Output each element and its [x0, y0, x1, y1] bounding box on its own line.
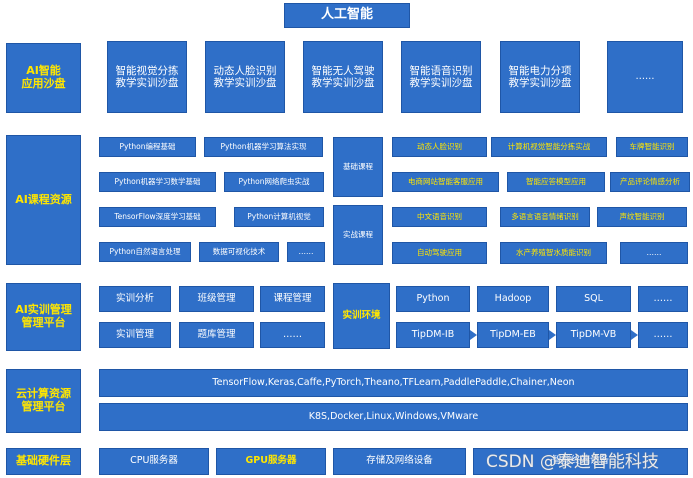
course-right-item: 声纹智能识别 — [597, 207, 687, 227]
row-label-course: AI课程资源 — [6, 135, 81, 265]
env-item-more: …… — [638, 286, 688, 312]
course-right-item: 中文语音识别 — [392, 207, 487, 227]
course-right-item: 电商网站智能客服应用 — [392, 172, 499, 192]
course-left-item: Python编程基础 — [99, 137, 196, 157]
training-item-analysis: 实训分析 — [99, 286, 171, 312]
env-item-more-bottom: …… — [638, 322, 688, 348]
csdn-watermark: CSDN @泰迪智能科技 — [486, 452, 659, 472]
hardware-item-cpu: CPU服务器 — [99, 448, 209, 475]
course-right-item: 智能应答模型应用 — [507, 172, 605, 192]
training-item-more: …… — [260, 322, 325, 348]
flow-arrow-icon — [631, 330, 638, 340]
course-left-item: TensorFlow深度学习基础 — [99, 207, 216, 227]
course-right-item: 多语言语音情绪识别 — [500, 207, 590, 227]
course-left-item: Python机器学习算法实现 — [204, 137, 323, 157]
hardware-item-storage: 存储及网络设备 — [333, 448, 466, 475]
course-right-item: 动态人脸识别 — [392, 137, 487, 157]
env-item-tipdm-eb: TipDM-EB — [477, 322, 549, 348]
sandbox-item-drive: 智能无人驾驶 教学实训沙盘 — [303, 41, 383, 113]
course-practice-label: 实战课程 — [333, 205, 383, 265]
row-label-training: AI实训管理 管理平台 — [6, 283, 81, 351]
env-item-sql: SQL — [556, 286, 631, 312]
env-item-hadoop: Hadoop — [477, 286, 549, 312]
page-title: 人工智能 — [284, 3, 410, 28]
course-right-item: …… — [620, 242, 688, 264]
hardware-item-gpu: GPU服务器 — [216, 448, 326, 475]
sandbox-item-vision: 智能视觉分拣 教学实训沙盘 — [107, 41, 187, 113]
training-item-bank: 题库管理 — [179, 322, 254, 348]
flow-arrow-icon — [470, 330, 477, 340]
course-right-item: 水产养殖智水质能识别 — [500, 242, 607, 264]
env-item-tipdm-vb: TipDM-VB — [556, 322, 631, 348]
cloud-frameworks: TensorFlow,Keras,Caffe,PyTorch,Theano,TF… — [99, 369, 688, 397]
course-basic-label: 基础课程 — [333, 137, 383, 197]
flow-arrow-icon — [549, 330, 556, 340]
env-item-python: Python — [396, 286, 470, 312]
sandbox-item-voice: 智能语音识别 教学实训沙盘 — [401, 41, 481, 113]
course-right-item: 产品评论情感分析 — [610, 172, 690, 192]
course-left-item: Python自然语言处理 — [99, 242, 191, 262]
course-right-item: 计算机视觉智能分拣实战 — [491, 137, 607, 157]
row-label-hardware: 基础硬件层 — [6, 448, 81, 475]
training-item-manage: 实训管理 — [99, 322, 171, 348]
row-label-cloud: 云计算资源 管理平台 — [6, 369, 81, 433]
training-env-label: 实训环境 — [333, 283, 390, 349]
course-left-item: …… — [287, 242, 325, 262]
course-left-item: 数据可视化技术 — [199, 242, 279, 262]
hardware-item-terminal: 智能终端设备 — [473, 448, 688, 475]
course-left-item: Python机器学习数学基础 — [99, 172, 216, 192]
course-right-item: 车牌智能识别 — [616, 137, 688, 157]
sandbox-item-face: 动态人脸识别 教学实训沙盘 — [205, 41, 285, 113]
env-item-tipdm-ib: TipDM-IB — [396, 322, 470, 348]
row-label-sandbox: AI智能 应用沙盘 — [6, 43, 81, 113]
training-item-class: 班级管理 — [179, 286, 254, 312]
course-right-item: 自动驾驶应用 — [392, 242, 487, 264]
training-item-course: 课程管理 — [260, 286, 325, 312]
course-left-item: Python网络爬虫实战 — [224, 172, 324, 192]
sandbox-item-power: 智能电力分项 教学实训沙盘 — [500, 41, 580, 113]
cloud-infra: K8S,Docker,Linux,Windows,VMware — [99, 403, 688, 431]
sandbox-item-more: …… — [607, 41, 683, 113]
course-left-item: Python计算机视觉 — [234, 207, 324, 227]
